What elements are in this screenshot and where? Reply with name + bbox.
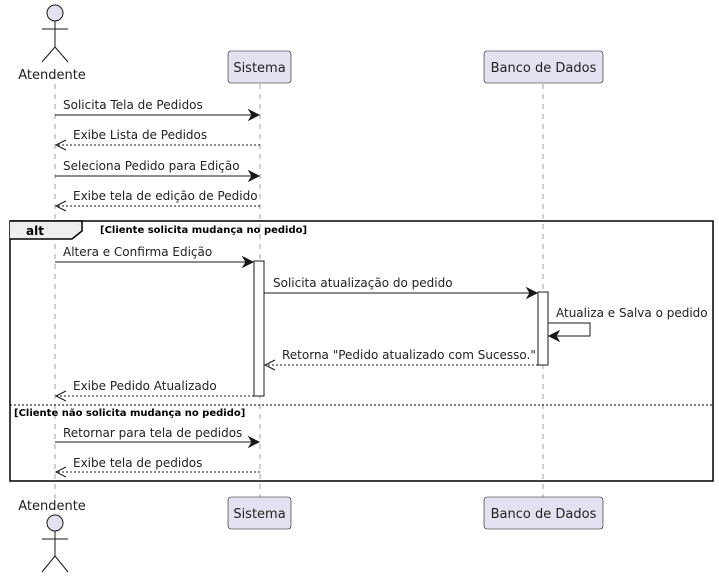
participant-label: Banco de Dados xyxy=(491,507,597,522)
activation-sistema xyxy=(253,260,265,397)
message-label: Solicita atualização do pedido xyxy=(273,276,453,290)
message-1: Solicita Tela de Pedidos xyxy=(55,98,261,122)
message-label: Retorna "Pedido atualizado com Sucesso." xyxy=(282,348,536,362)
alt-guard-2: [Cliente não solicita mudança no pedido] xyxy=(14,408,245,419)
actor-label-bottom: Atendente xyxy=(18,499,86,514)
actor-head-icon xyxy=(46,4,64,22)
message-7: Atualiza e Salva o pedido xyxy=(547,306,708,343)
message-label: Solicita Tela de Pedidos xyxy=(63,98,203,112)
arrowhead-icon xyxy=(525,286,539,300)
arrowhead-icon xyxy=(263,359,276,371)
participant-sistema-top: Sistema xyxy=(227,50,292,84)
message-2: Exibe Lista de Pedidos xyxy=(54,128,260,151)
activation-banco xyxy=(537,291,549,366)
message-11: Exibe tela de pedidos xyxy=(54,456,260,478)
arrowhead-icon xyxy=(247,108,261,122)
participant-sistema-bottom: Sistema xyxy=(227,496,292,530)
message-label: Atualiza e Salva o pedido xyxy=(556,306,708,320)
message-label: Exibe Lista de Pedidos xyxy=(73,128,207,142)
arrowhead-icon xyxy=(241,255,255,269)
message-3: Seleciona Pedido para Edição xyxy=(55,159,261,183)
message-label: Exibe tela de pedidos xyxy=(73,456,202,470)
arrowhead-icon xyxy=(54,390,67,402)
actor-atendente-bottom: Atendente xyxy=(18,499,86,573)
actor-label-top: Atendente xyxy=(18,68,86,83)
message-8: Retorna "Pedido atualizado com Sucesso." xyxy=(263,348,538,371)
arrowhead-icon xyxy=(54,200,67,212)
message-label: Exibe tela de edição de Pedido xyxy=(73,189,258,203)
message-6: Solicita atualização do pedido xyxy=(264,276,539,300)
alt-keyword: alt xyxy=(26,224,44,238)
arrowhead-icon xyxy=(54,139,67,151)
alt-fragment: alt [Cliente solicita mudança no pedido]… xyxy=(9,220,714,482)
participant-label: Sistema xyxy=(233,507,285,522)
message-label: Exibe Pedido Atualizado xyxy=(73,379,217,393)
arrowhead-icon xyxy=(547,329,561,343)
alt-frame xyxy=(9,220,714,482)
participant-label: Banco de Dados xyxy=(491,61,597,76)
actor-head-icon xyxy=(46,514,64,532)
message-label: Retornar para tela de pedidos xyxy=(63,426,242,440)
participant-banco-top: Banco de Dados xyxy=(483,50,604,84)
message-4: Exibe tela de edição de Pedido xyxy=(54,189,260,212)
message-label: Altera e Confirma Edição xyxy=(63,245,212,259)
actor-atendente-top: Atendente xyxy=(18,4,86,83)
message-9: Exibe Pedido Atualizado xyxy=(54,379,254,402)
arrowhead-icon xyxy=(247,169,261,183)
participant-banco-bottom: Banco de Dados xyxy=(483,496,604,530)
arrowhead-icon xyxy=(247,435,261,449)
alt-guard-1: [Cliente solicita mudança no pedido] xyxy=(100,225,307,236)
arrowhead-icon xyxy=(54,466,67,478)
message-label: Seleciona Pedido para Edição xyxy=(63,159,240,173)
alt-tab xyxy=(10,220,83,240)
message-10: Retornar para tela de pedidos xyxy=(55,426,261,449)
participant-label: Sistema xyxy=(233,61,285,76)
message-5: Altera e Confirma Edição xyxy=(55,245,255,269)
